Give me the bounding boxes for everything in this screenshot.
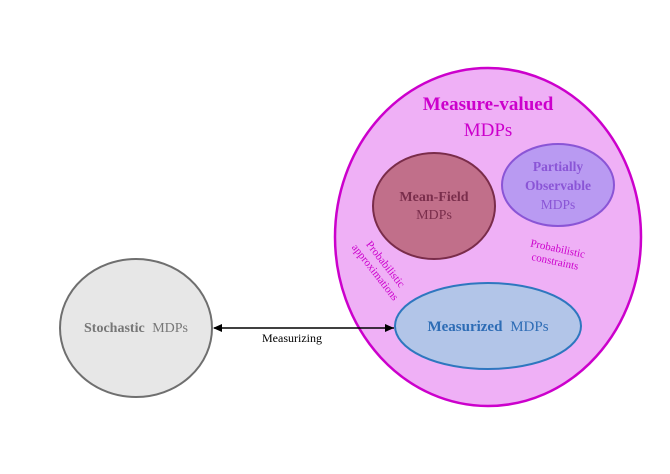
measure-valued-title: Measure-valued	[423, 94, 554, 115]
measurized-label: Measurized MDPs	[427, 319, 548, 335]
stochastic-label: Stochastic MDPs	[84, 321, 188, 336]
measure-valued-subtitle: MDPs	[464, 120, 513, 141]
partially-observable-title-line2: Observable	[525, 178, 591, 193]
stochastic-ellipse	[59, 258, 213, 398]
mean-field-title: Mean-Field	[399, 190, 468, 205]
partially-observable-mdps-node: Partially Observable MDPs	[501, 143, 615, 227]
partially-observable-title-line1: Partially	[533, 159, 583, 174]
partially-observable-ellipse	[501, 143, 615, 227]
partially-observable-subtitle: MDPs	[541, 197, 576, 212]
stochastic-label-bold: Stochastic	[84, 321, 145, 336]
stochastic-mdps-node: Stochastic MDPs	[59, 258, 213, 398]
measurized-label-bold: Measurized	[427, 319, 503, 335]
mean-field-mdps-node: Mean-Field MDPs	[372, 152, 496, 260]
measurized-label-rest: MDPs	[510, 319, 549, 335]
measurized-mdps-node: Measurized MDPs	[394, 282, 582, 370]
measurized-ellipse	[394, 282, 582, 370]
mean-field-ellipse	[372, 152, 496, 260]
mean-field-subtitle: MDPs	[416, 208, 452, 223]
stochastic-label-rest: MDPs	[152, 321, 188, 336]
measurizing-label: Measurizing	[262, 331, 322, 345]
